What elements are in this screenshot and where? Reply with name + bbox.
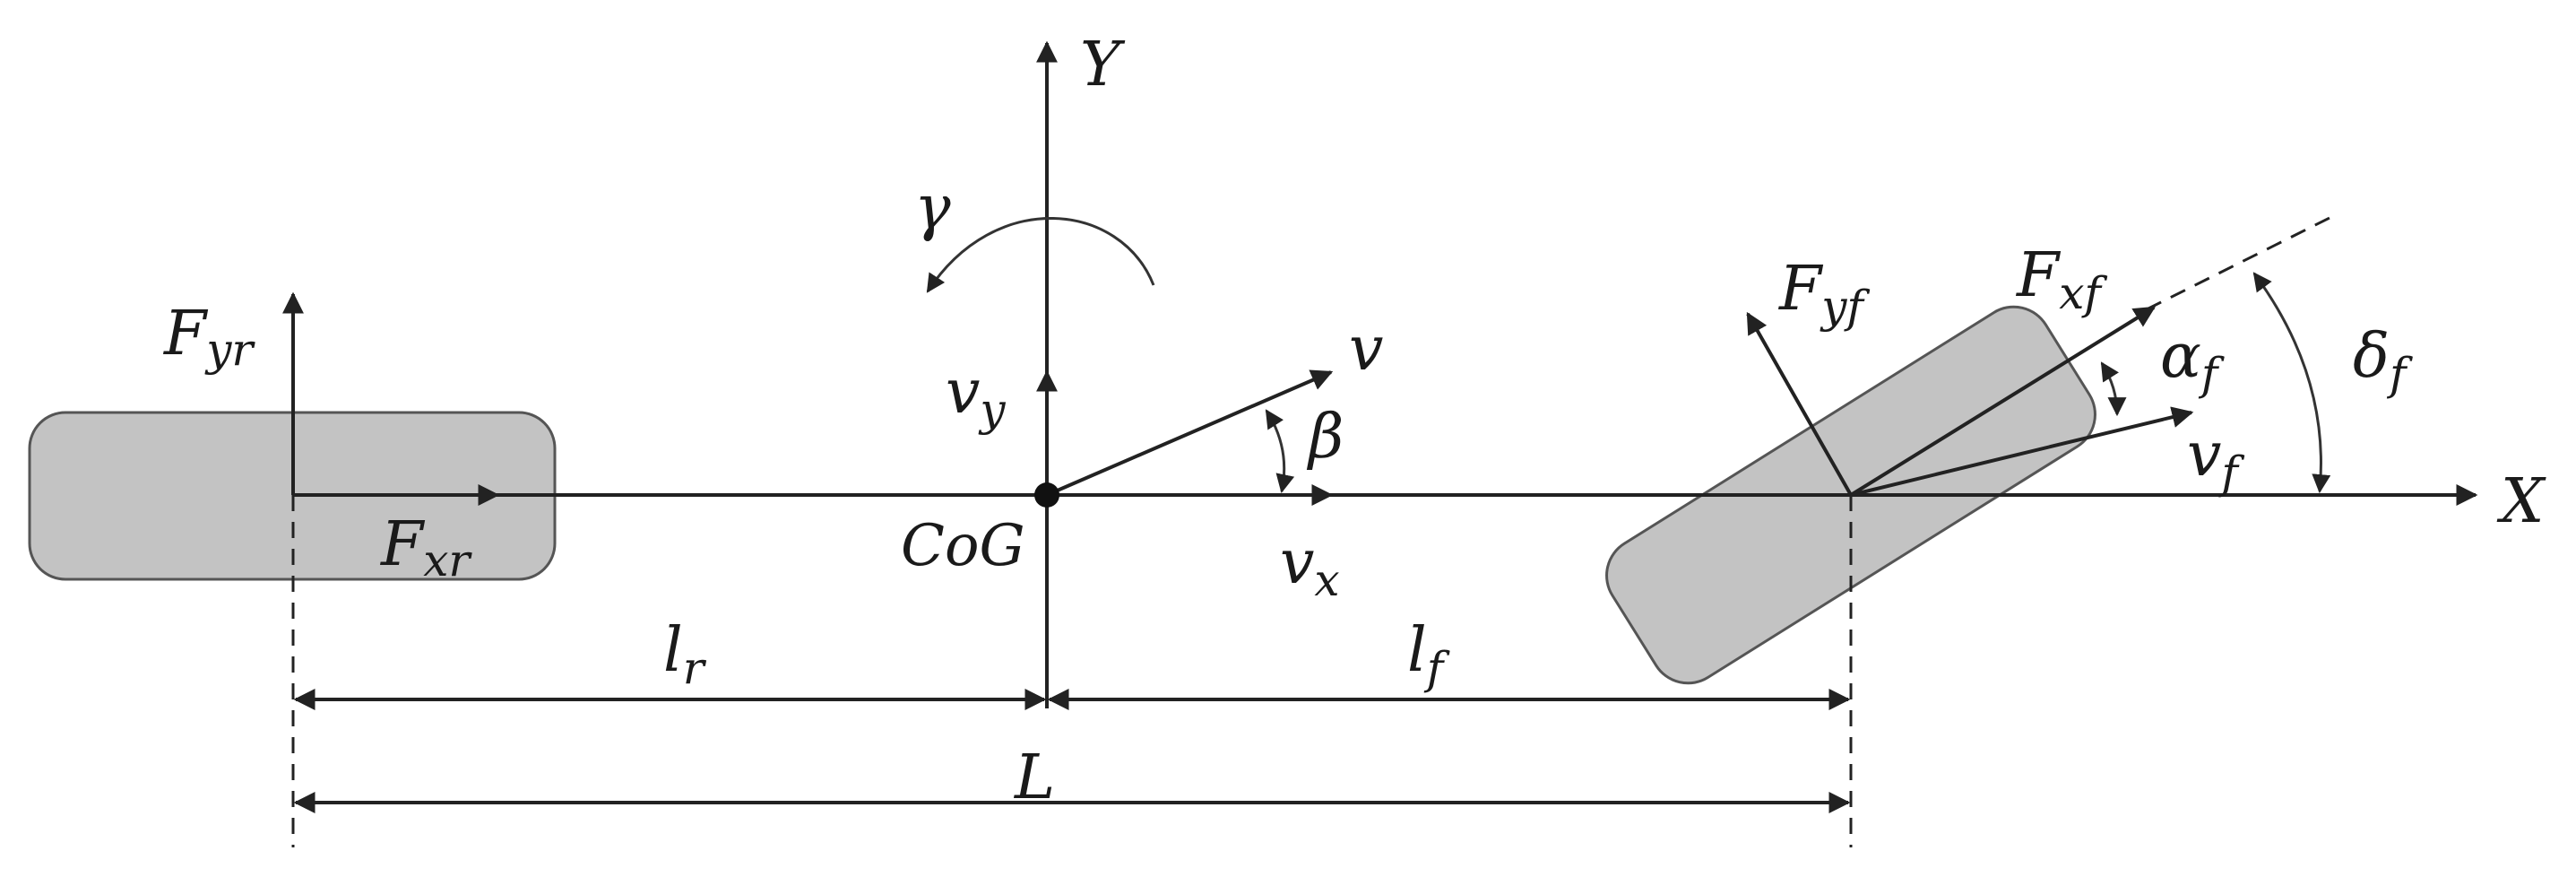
fxr-label: Fxr [379, 509, 472, 586]
beta-label: β [1306, 402, 1344, 473]
wheelbase-label: L [1013, 742, 1055, 813]
v-label: v [1349, 314, 1383, 385]
alphaf-label: αf [2160, 321, 2225, 400]
y-axis-label: Y [1080, 30, 1126, 100]
alphaf-angle-arc [2100, 361, 2127, 417]
deltaf-angle-arc [2252, 272, 2331, 494]
v-arrow [1046, 369, 1334, 497]
fyr-label: Fyr [162, 299, 255, 376]
lr-label: lr [663, 615, 707, 694]
fyf-label: Fyf [1777, 254, 1870, 333]
x-axis-label: X [2496, 466, 2546, 537]
deltaf-label: δf [2353, 321, 2413, 400]
lf-label: lf [1407, 615, 1450, 694]
steering-direction-dashed-line [2146, 213, 2336, 311]
beta-angle-arc [1265, 409, 1295, 494]
cog-label: CoG [901, 513, 1025, 579]
vy-label: vy [946, 357, 1006, 436]
vf-label: vf [2187, 420, 2244, 499]
cog-point [1034, 482, 1059, 508]
yaw-rate-label: γ [914, 173, 951, 244]
fxf-arrow [1849, 306, 2157, 497]
yaw-rate-arc [926, 217, 1155, 293]
fxf-label: Fxf [2015, 240, 2107, 319]
fyf-arrow [1746, 311, 1853, 496]
vx-label: vx [1280, 527, 1340, 606]
vf-arrow [1850, 406, 2194, 497]
